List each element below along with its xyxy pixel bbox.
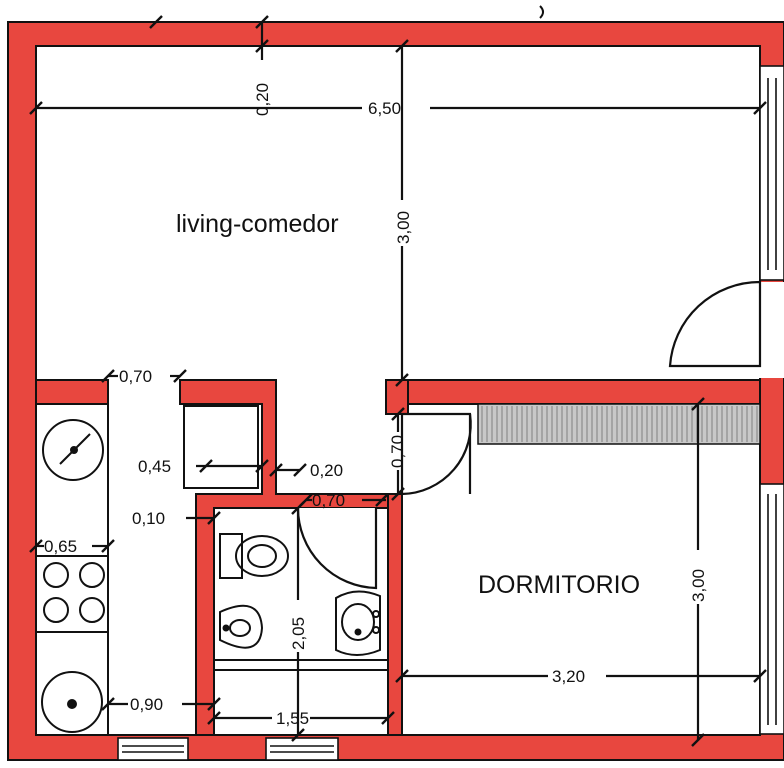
room-label-living: living-comedor bbox=[176, 210, 339, 238]
windows bbox=[117, 65, 784, 761]
dim-living-width: 6,50 bbox=[368, 99, 401, 118]
closet-icon bbox=[477, 403, 761, 445]
dim-bath-height: 2,05 bbox=[289, 617, 308, 650]
dim-bedroom-door: 0,70 bbox=[388, 435, 407, 468]
dim-partition: 0,20 bbox=[310, 461, 343, 480]
wall-pantry bbox=[179, 379, 399, 736]
dim-bath-width: 1,55 bbox=[276, 709, 309, 728]
wall-bedroom-top bbox=[385, 379, 761, 405]
fixtures bbox=[35, 403, 388, 736]
bidet-icon bbox=[219, 604, 264, 649]
dim-hall-width: 0,70 bbox=[119, 367, 152, 386]
sink-icon bbox=[41, 671, 103, 733]
window-icon bbox=[759, 483, 784, 735]
dim-pantry-width: 0,45 bbox=[138, 457, 171, 476]
door-swing-icon bbox=[400, 412, 472, 496]
window-icon bbox=[265, 737, 339, 761]
dim-kitchen-width: 0,90 bbox=[130, 695, 163, 714]
door-swing-icon bbox=[668, 280, 762, 368]
tick-marks bbox=[29, 15, 767, 747]
top-edge bbox=[36, 5, 760, 23]
walls bbox=[7, 21, 784, 761]
dim-counter-depth: 0,65 bbox=[44, 537, 77, 556]
toilet-icon bbox=[219, 533, 243, 579]
entry-opening bbox=[758, 282, 784, 378]
window-icon bbox=[117, 737, 189, 761]
pantry-cabinet bbox=[183, 405, 259, 489]
sink-icon bbox=[42, 419, 104, 481]
window-icon bbox=[759, 65, 784, 281]
washbasin-icon bbox=[335, 590, 381, 656]
kitchen-counter bbox=[35, 403, 109, 736]
dim-bath-door: 0,70 bbox=[312, 491, 345, 510]
door-swing-icon bbox=[296, 507, 378, 590]
stove-icon bbox=[35, 555, 109, 633]
dim-wall-thin: 0,10 bbox=[132, 509, 165, 528]
dim-living-height: 3,00 bbox=[394, 211, 413, 244]
room-label-bedroom: DORMITORIO bbox=[478, 571, 640, 599]
dim-top-wall: 0,20 bbox=[253, 83, 272, 116]
dim-bedroom-height: 3,00 bbox=[689, 569, 708, 602]
dim-bedroom-width: 3,20 bbox=[552, 667, 585, 686]
wall-bath-right bbox=[387, 493, 403, 736]
wall-kitchen-top bbox=[35, 379, 109, 405]
doors bbox=[296, 280, 762, 590]
